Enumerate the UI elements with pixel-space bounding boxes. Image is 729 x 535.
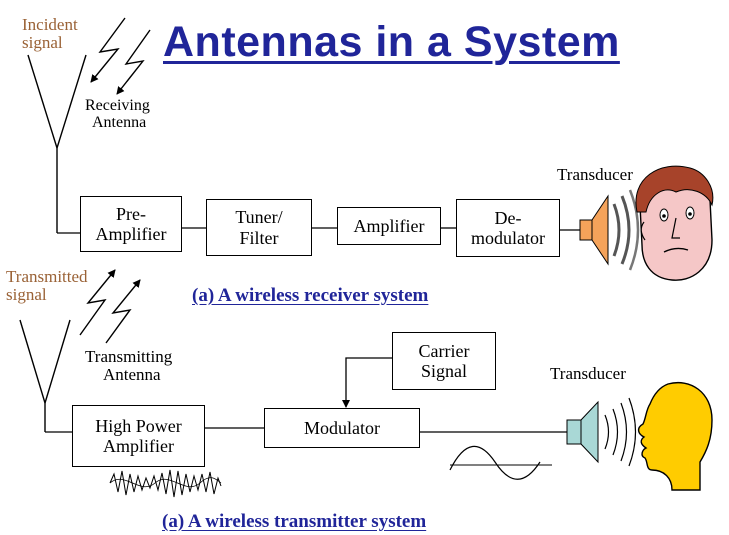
carrier-signal-block: Carrier Signal <box>392 332 496 390</box>
receiver-caption: (a) A wireless receiver system <box>192 285 429 306</box>
demodulator-block: De- modulator <box>456 199 560 257</box>
incident-signal-label: Incident signal <box>22 15 78 52</box>
transmitted-signal-label: Transmitted signal <box>6 267 88 304</box>
transmitting-antenna-label: Transmitting Antenna <box>85 347 173 384</box>
speaker-icon <box>579 189 640 271</box>
tuner-filter-block: Tuner/ Filter <box>206 199 312 256</box>
transmitter-transducer-label: Transducer <box>550 364 626 383</box>
human-head-icon <box>635 165 714 281</box>
high-power-amplifier-block: High Power Amplifier <box>72 405 205 467</box>
lightning-bolt-icon <box>79 269 141 344</box>
modulator-block: Modulator <box>264 408 420 448</box>
lightning-bolt-icon <box>90 17 151 95</box>
transmitter-caption: (a) A wireless transmitter system <box>162 511 427 532</box>
antenna-icon <box>27 54 87 233</box>
receiver-transducer-label: Transducer <box>557 165 633 184</box>
receiving-antenna-label: Receiving Antenna <box>85 97 150 131</box>
pre-amplifier-block: Pre- Amplifier <box>80 196 182 252</box>
human-head-icon <box>637 382 713 491</box>
amplifier-block: Amplifier <box>337 207 441 245</box>
modulated-waveform <box>109 469 222 498</box>
antenna-icon <box>19 319 71 432</box>
sine-waveform <box>449 445 552 480</box>
speaker-icon <box>566 397 637 467</box>
page-title: Antennas in a System <box>163 18 620 66</box>
